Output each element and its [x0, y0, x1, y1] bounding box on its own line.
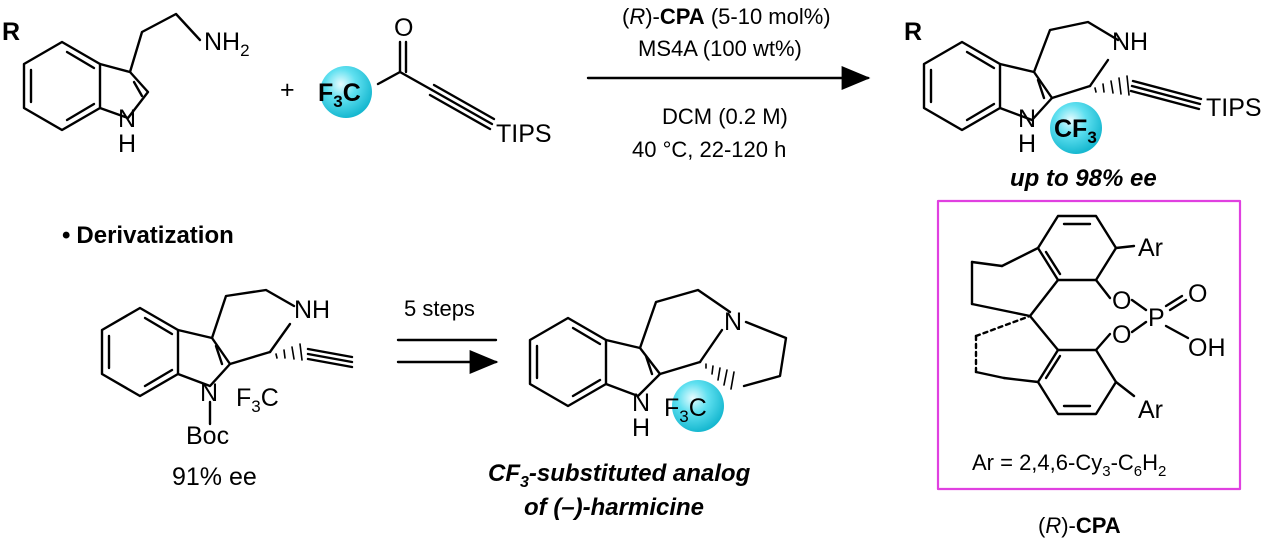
derivatization-heading: •Derivatization: [62, 222, 234, 249]
product-cf3-label: CF3: [1054, 115, 1097, 147]
cf3-highlight-sphere-reagent: [320, 66, 372, 118]
cpa-catalyst-box: [936, 199, 1242, 491]
five-steps-label: 5 steps: [404, 296, 475, 321]
cpa-oh-label: OH: [1188, 334, 1226, 362]
harmicine-f3c-label: F3C: [664, 394, 707, 426]
carbonyl-o-label: O: [394, 14, 413, 42]
nh2-label: NH2: [204, 28, 250, 60]
boc-compound-f3c-label: F3C: [236, 384, 279, 416]
tips-label-reagent: TIPS: [496, 120, 552, 148]
boc-compound-ee-label: 91% ee: [172, 463, 257, 491]
cpa-name-label: (R)-CPA: [1038, 513, 1121, 538]
ee-result-label: up to 98% ee: [1010, 165, 1157, 192]
indole-n-label: N: [118, 105, 136, 133]
f3c-label-reagent: F3C: [318, 79, 361, 111]
additive-condition: MS4A (100 wt%): [638, 36, 802, 61]
ynone-structure: [376, 40, 496, 131]
analog-name-line1: CF3-substituted analog: [488, 460, 751, 491]
boc-label: Boc: [186, 422, 229, 450]
cpa-p-double-o-label: O: [1188, 280, 1207, 308]
r-substituent-label: R: [2, 18, 20, 46]
product-nh-label: NH: [1112, 28, 1148, 56]
harmicine-h-label: H: [632, 414, 650, 442]
cpa-ar-definition: Ar = 2,4,6-Cy3-C6H2: [972, 450, 1166, 480]
indole-h-label: H: [118, 130, 136, 158]
cpa-o-lower-label: O: [1112, 321, 1131, 349]
cpa-ar-top-label: Ar: [1138, 234, 1163, 262]
cpa-o-upper-label: O: [1112, 287, 1131, 315]
plus-sign: +: [280, 76, 295, 104]
product-tips-label: TIPS: [1206, 94, 1262, 122]
boc-compound-n-label: N: [200, 379, 218, 407]
product-indole-n-label: N: [1018, 105, 1036, 133]
product-r-label: R: [904, 18, 922, 46]
cf3-highlight-sphere-analog: [672, 380, 724, 432]
harmicine-analog-structure: [528, 288, 788, 408]
product-structure: [922, 20, 1203, 132]
temp-time-condition: 40 °C, 22-120 h: [632, 137, 786, 162]
boc-compound-structure: [100, 288, 354, 426]
cpa-ar-bottom-label: Ar: [1138, 396, 1163, 424]
solvent-condition: DCM (0.2 M): [662, 104, 788, 129]
harmicine-nh-n-label: N: [632, 389, 650, 417]
analog-name-line2: of (–)-harmicine: [524, 494, 704, 521]
cf3-highlight-sphere-product: [1050, 102, 1102, 154]
tryptamine-structure: [22, 12, 202, 132]
cpa-p-label: P: [1148, 304, 1165, 332]
product-indole-h-label: H: [1018, 130, 1036, 158]
cpa-structure: [970, 214, 1190, 416]
catalyst-condition: (R)-CPA (5-10 mol%): [622, 4, 831, 29]
boc-compound-nh-label: NH: [294, 296, 330, 324]
harmicine-n-label: N: [724, 308, 742, 336]
